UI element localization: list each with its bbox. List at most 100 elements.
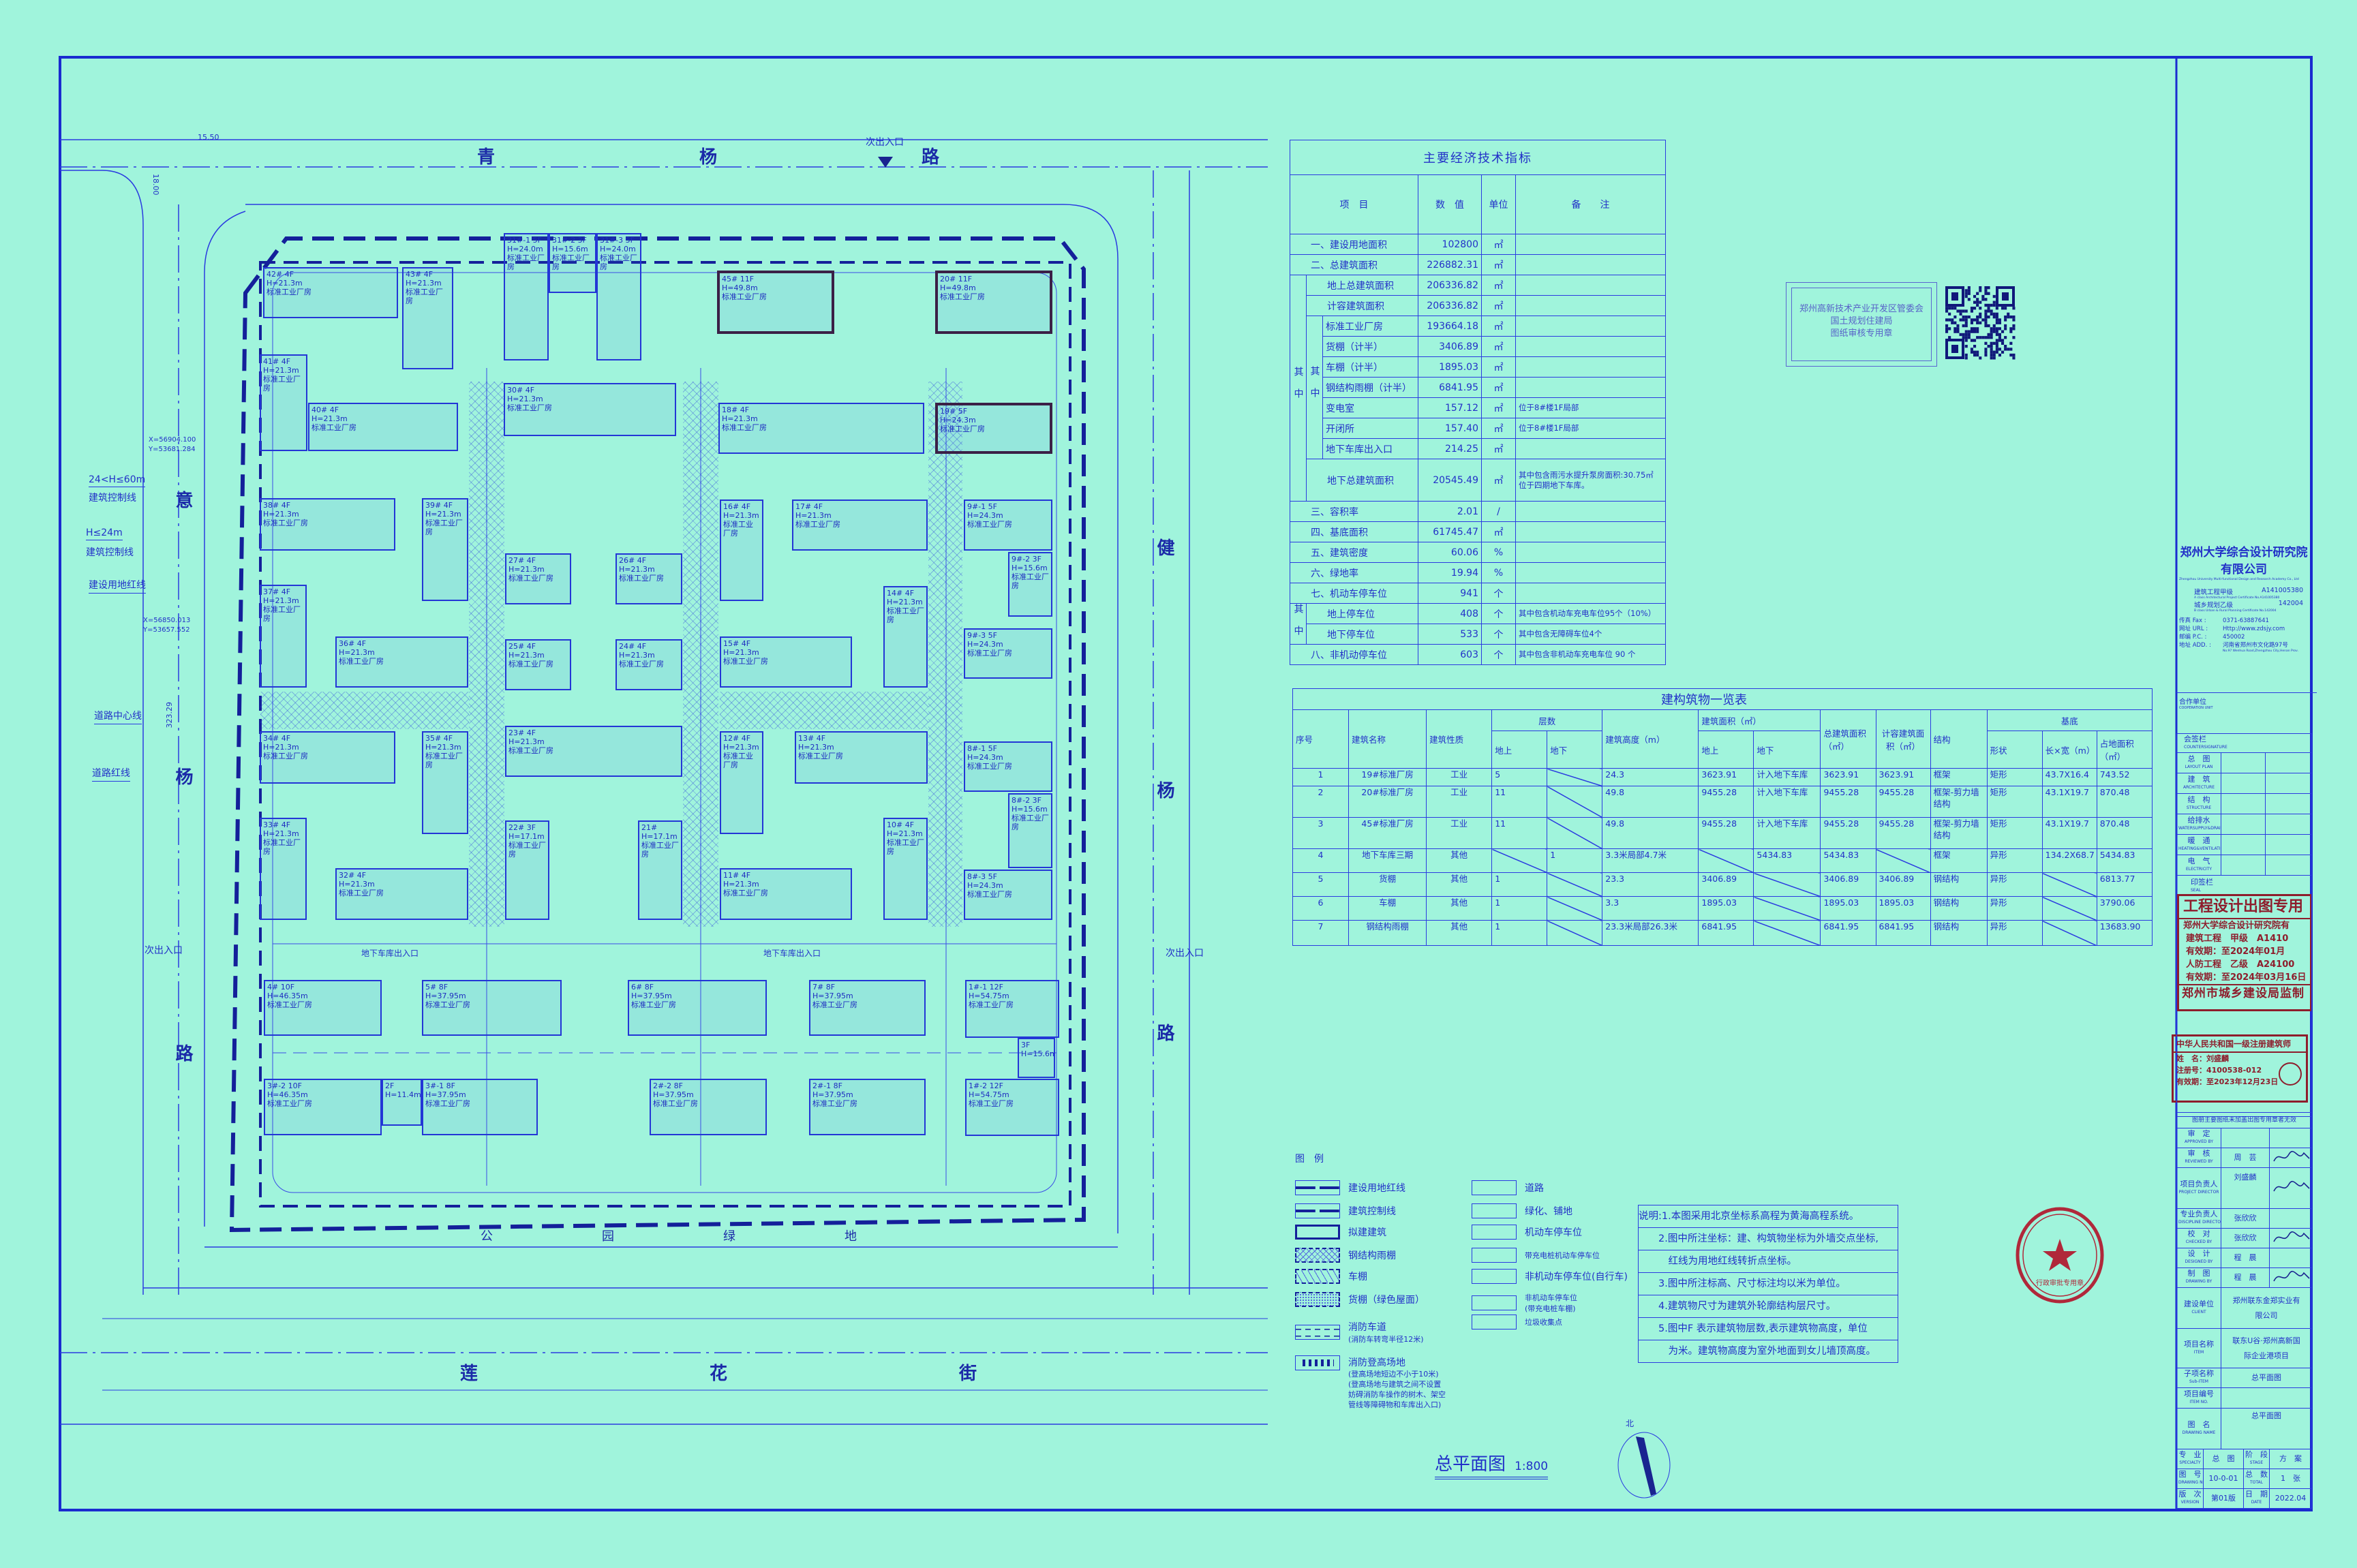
building-id: 16# 4F	[723, 502, 751, 511]
legend-label-text: 绿化、铺地	[1525, 1206, 1572, 1217]
legend-swatch	[1295, 1355, 1340, 1370]
legend-item: 带充电桩机动车停车位	[1472, 1248, 1600, 1263]
building-id: 35# 4F	[425, 734, 453, 743]
building-table-cell: 1	[1491, 920, 1548, 946]
contact-row: 传真 Fax :0371-63887641	[2179, 617, 2309, 625]
building-id: 21#	[641, 823, 658, 832]
building-table-cell: 6841.95	[1820, 920, 1876, 946]
signature-cell	[2268, 1267, 2313, 1288]
countersign-cell	[2221, 855, 2266, 876]
building-height: H=21.3m	[263, 743, 299, 752]
econ-unit: ㎡	[1481, 254, 1516, 275]
svg-text:行政审批专用章: 行政审批专用章	[2036, 1278, 2084, 1287]
building-id: 1#-2 12F	[969, 1081, 1004, 1090]
building-use: 标准工业厂房	[969, 1099, 1014, 1108]
field-label: 建设单位	[2184, 1299, 2214, 1308]
building-height: H=17.1m	[641, 832, 678, 841]
legend-swatch	[1295, 1203, 1340, 1218]
legend-swatch	[1295, 1325, 1340, 1340]
role-label: 设 计	[2187, 1249, 2210, 1258]
park-label: 公园绿地	[481, 1229, 966, 1244]
building-table-cell: 3406.89	[1698, 872, 1754, 897]
legend-label-text: 车棚	[1348, 1272, 1367, 1282]
building-height: H=24.0m	[600, 245, 636, 253]
field-label: 项目名称	[2184, 1339, 2214, 1349]
econ-unit: ㎡	[1481, 275, 1516, 296]
building-height: H=21.3m	[723, 880, 759, 889]
building-height: H=21.3m	[508, 737, 545, 746]
building-table-cell: 6813.77	[2096, 872, 2153, 897]
econ-unit: ㎡	[1481, 397, 1516, 418]
seal-label-en: SEAL	[2191, 888, 2202, 893]
legend-label-text: 消防车道	[1348, 1322, 1386, 1333]
building-table-cell: 11	[1491, 786, 1548, 818]
annotation-low-control: H≤24m	[86, 527, 123, 540]
building-id: 32# 4F	[339, 871, 367, 880]
building-table-cell: 4	[1292, 848, 1350, 873]
cert-label: 城乡规划乙级	[2194, 602, 2234, 609]
legend-sublabel: (消防车转弯半径12米)	[1348, 1335, 1424, 1344]
building-height: H=21.3m	[263, 596, 299, 605]
building-table-cell: 其他	[1426, 920, 1493, 946]
col-header: 地上	[1491, 731, 1548, 769]
econ-note	[1515, 562, 1667, 583]
building-table-cell: 1895.03	[1698, 896, 1754, 921]
legend-item: 拟建建筑	[1295, 1225, 1386, 1240]
building-table-cell: 1	[1491, 872, 1548, 897]
legend-sublabel: 妨碍消防车操作的树木、架空	[1348, 1390, 1446, 1399]
building-use: 标准工业厂房	[631, 1000, 676, 1009]
building-use: 标准工业厂房	[311, 423, 356, 432]
econ-note	[1515, 377, 1667, 398]
building-table-cell: 框架	[1930, 848, 1988, 873]
review-stamp-line: 图纸审核专用章	[1830, 328, 1893, 339]
building-id: 27# 4F	[508, 556, 536, 565]
legend-item: 建设用地红线	[1295, 1180, 1405, 1195]
econ-value: 941	[1418, 583, 1482, 604]
coordinate: X=56904.100	[149, 436, 196, 444]
building-height: H=21.3m	[619, 651, 655, 660]
building-table-cell: 其他	[1426, 872, 1493, 897]
building-use: 标准工业厂房	[508, 841, 546, 859]
building-id: 38# 4F	[263, 501, 291, 510]
building-height: H=21.3m	[507, 395, 543, 403]
building-height: H=46.35m	[267, 991, 308, 1000]
building-use: 标准工业厂房	[887, 838, 924, 856]
econ-value: 20545.49	[1418, 459, 1482, 502]
building-id: 33# 4F	[263, 820, 291, 829]
building-use: 标准工业厂房	[1012, 814, 1049, 831]
building-use: 标准工业厂房	[267, 1000, 312, 1009]
building-use: 标准工业厂房	[425, 1099, 470, 1108]
econ-note	[1515, 438, 1667, 459]
signature-cell	[2268, 1248, 2313, 1268]
building-table-title: 建构筑物一览表	[1292, 688, 2153, 710]
building-id: 13# 4F	[798, 734, 826, 743]
building-use: 标准工业厂房	[723, 752, 753, 769]
countersign-cell	[2221, 814, 2266, 835]
building-table-cell: 地下车库三期	[1348, 848, 1427, 873]
road-name-west: 意杨路	[172, 491, 193, 1321]
econ-value: 1895.03	[1418, 356, 1482, 378]
legend-title: 图 例	[1295, 1154, 1324, 1165]
building-id: 9#-2 3F	[1012, 555, 1042, 564]
countersign-cell	[2221, 752, 2266, 773]
staff-name: 张欣欣	[2221, 1228, 2270, 1248]
cert-no: A141005380	[2262, 587, 2303, 594]
building-use: 标准工业厂房	[600, 253, 637, 271]
